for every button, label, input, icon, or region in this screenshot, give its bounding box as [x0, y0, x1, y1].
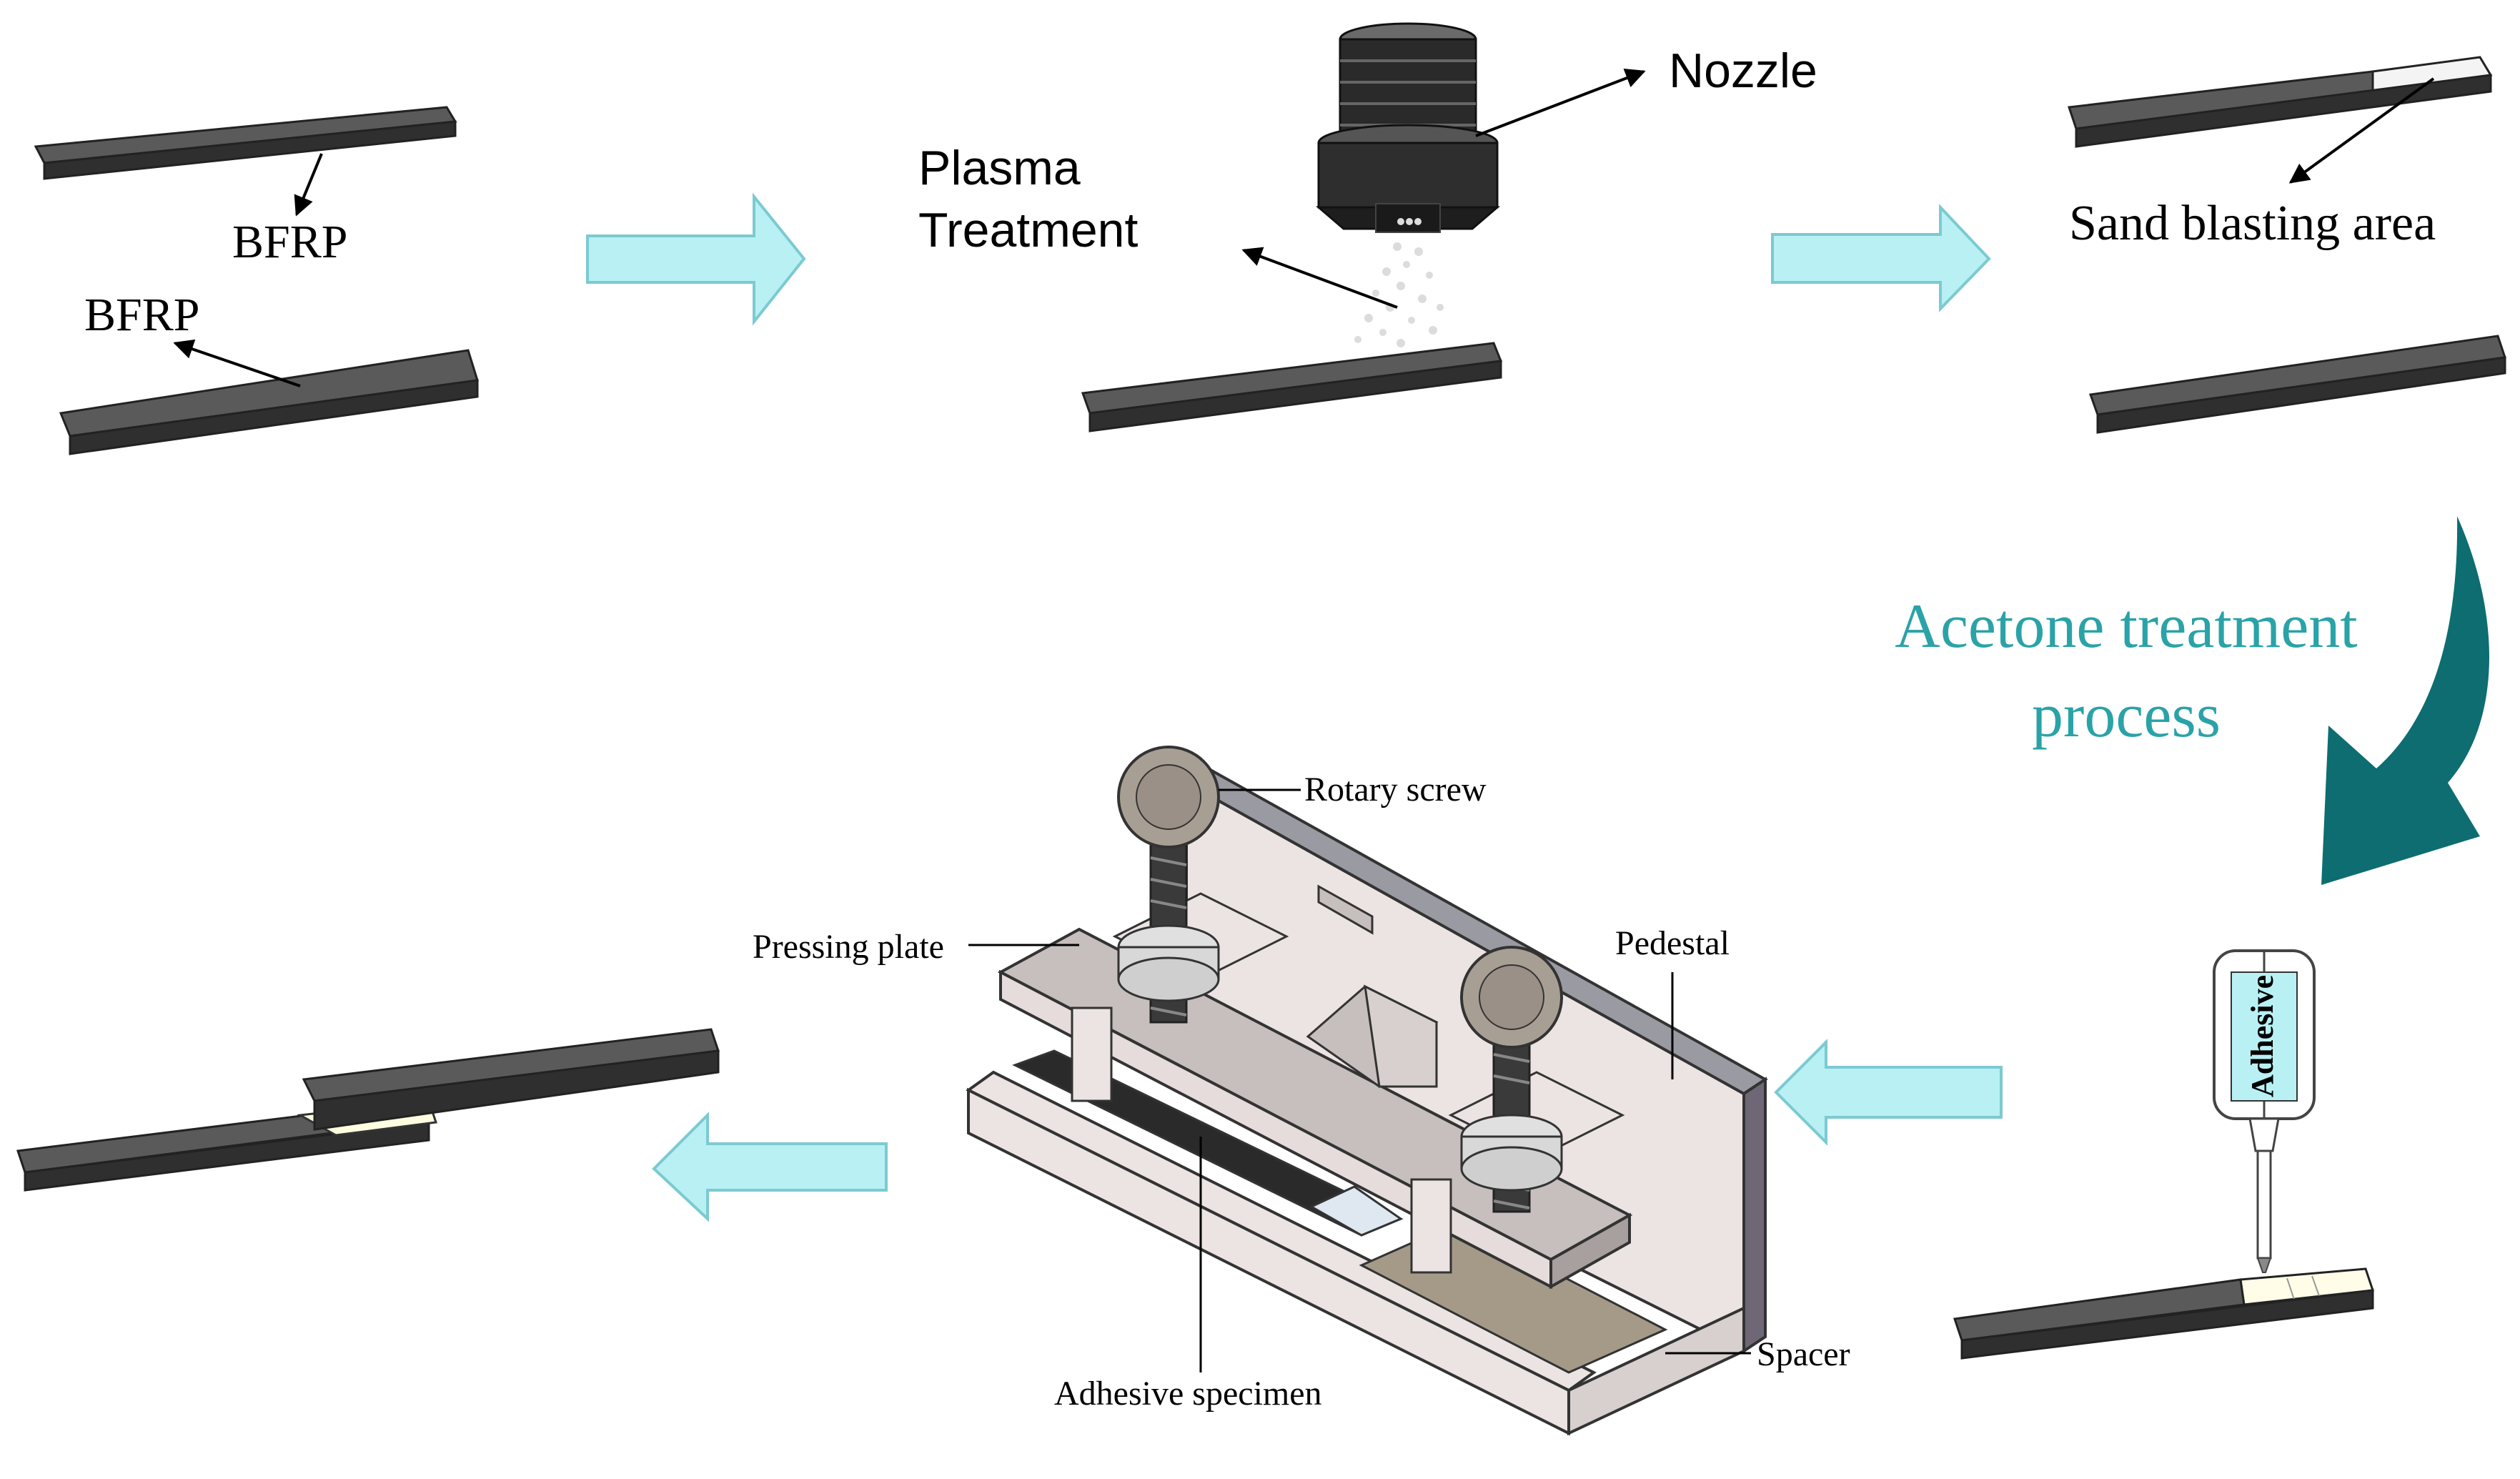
- pressing-plate-label: Pressing plate: [753, 928, 944, 966]
- acetone-label-line2: process: [2032, 681, 2221, 751]
- bfrp-bottom-pointer: [173, 339, 301, 387]
- rotary-screw-left: [1117, 746, 1220, 1024]
- bfrp-strip-sanded: [2067, 56, 2493, 148]
- rotary-screw-label: Rotary screw: [1304, 771, 1487, 808]
- flow-arrow-3: [1774, 1039, 2003, 1146]
- bfrp-strip-sanded-2: [2088, 335, 2506, 434]
- curved-arrow: [2321, 516, 2489, 885]
- plasma-spray: [1354, 242, 1444, 347]
- nozzle-label: Nozzle: [1669, 44, 1817, 98]
- bfrp-strip-plasma: [1081, 342, 1503, 432]
- plasma-label-line2: Treatment: [918, 203, 1138, 257]
- flow-arrow-4: [652, 1112, 888, 1222]
- bfrp-top-label: BFRP: [232, 216, 347, 268]
- sand-blasting-pointer: [2288, 77, 2435, 184]
- bfrp-strip-top: [34, 106, 457, 180]
- pedestal-label: Pedestal: [1615, 924, 1730, 962]
- bfrp-strip-adhesive: [1953, 1267, 2375, 1360]
- plasma-label-line1: Plasma: [918, 141, 1081, 195]
- sand-blasting-label: Sand blasting area: [2069, 196, 2436, 251]
- fixture: [966, 766, 1768, 1436]
- rotary-screw-right: [1460, 946, 1563, 1213]
- adhesive-cartridge: Adhesive: [2213, 949, 2316, 1273]
- plasma-pointer: [1241, 247, 1398, 309]
- bfrp-bottom-label: BFRP: [84, 289, 199, 341]
- adhesive-label: Adhesive: [2245, 975, 2280, 1097]
- spacer-label: Spacer: [1757, 1335, 1850, 1373]
- nozzle-pointer: [1475, 68, 1646, 137]
- bonded-joint: [16, 1028, 720, 1192]
- bfrp-top-pointer: [294, 153, 323, 217]
- flow-arrow-2: [1771, 203, 1991, 312]
- bfrp-strip-bottom: [59, 349, 479, 455]
- acetone-label-line1: Acetone treatment: [1895, 592, 2357, 661]
- nozzle-icon: [1315, 22, 1501, 233]
- adhesive-specimen-label: Adhesive specimen: [1054, 1375, 1322, 1413]
- flow-arrow-1: [586, 192, 806, 326]
